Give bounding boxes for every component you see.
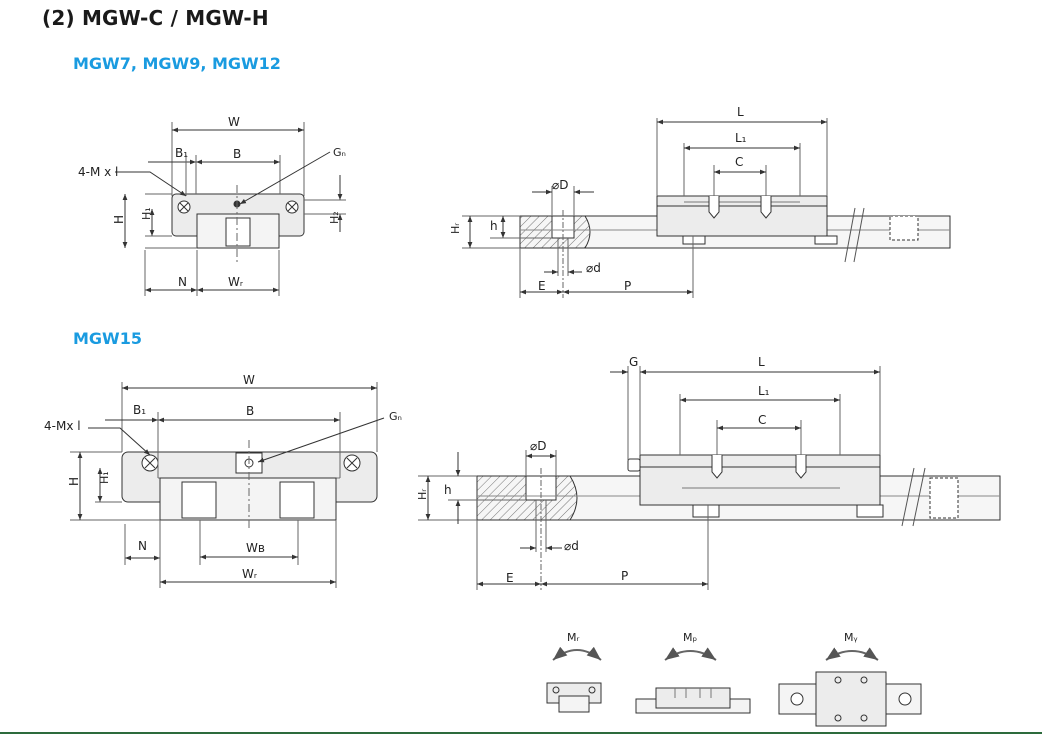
s1-tap-2	[760, 196, 772, 219]
s2-label-H1: H₁	[98, 471, 111, 484]
s2-block-side	[639, 454, 881, 506]
moment-label-MP: Mₚ	[683, 631, 697, 644]
s2-label-N: N	[138, 539, 147, 553]
s1-label-L1: L₁	[735, 131, 747, 145]
moment-icon-my	[778, 647, 922, 727]
s1-label-D: ⌀D	[552, 178, 568, 192]
s2-label-B1: B₁	[133, 403, 146, 417]
s1-label-B: B	[233, 147, 241, 161]
section-title-mgw15: MGW15	[73, 329, 142, 348]
s2-end-view	[70, 382, 385, 588]
s1-label-Gn: Gₙ	[333, 146, 346, 159]
s1-label-h: h	[490, 219, 498, 233]
s2-label-G: G	[629, 355, 638, 369]
s2-label-h: h	[444, 483, 452, 497]
s2-label-Mxl: 4-Mx l	[44, 419, 81, 433]
moment-icon-mp	[635, 647, 751, 714]
s1-block-side	[656, 195, 828, 237]
footer-divider	[0, 732, 1042, 734]
s1-label-Mxl: 4-M x l	[78, 165, 118, 179]
section-title-mgw7-9-12: MGW7, MGW9, MGW12	[73, 54, 281, 73]
s2-side-view	[418, 366, 1001, 590]
s1-label-L: L	[737, 105, 744, 119]
s2-label-H: H	[67, 477, 81, 486]
s1-label-E: E	[538, 279, 546, 293]
s1-label-HR: Hᵣ	[449, 223, 462, 234]
s1-label-P: P	[624, 279, 631, 293]
s2-label-WB: Wʙ	[246, 541, 265, 555]
s1-end-view	[115, 122, 346, 296]
s1-side-view	[462, 118, 951, 298]
s2-label-d: ⌀d	[564, 539, 579, 553]
s2-label-B: B	[246, 404, 254, 418]
moment-icon-mr	[546, 646, 602, 713]
s2-label-WR: Wᵣ	[242, 567, 258, 581]
s2-label-W: W	[243, 373, 255, 387]
s2-label-P: P	[621, 569, 628, 583]
s2-label-L: L	[758, 355, 765, 369]
moment-label-MR: Mᵣ	[567, 631, 579, 644]
s1-label-N: N	[178, 275, 187, 289]
s1-rail-bolt-hole	[225, 217, 251, 247]
s2-label-C: C	[758, 413, 766, 427]
s2-label-L1: L₁	[758, 384, 770, 398]
s1-label-d: ⌀d	[586, 261, 601, 275]
s1-tap-1	[708, 196, 720, 219]
page-title: (2) MGW-C / MGW-H	[42, 6, 269, 30]
s2-label-D: ⌀D	[530, 439, 546, 453]
s2-label-Gn: Gₙ	[389, 410, 402, 423]
moment-label-MY: Mᵧ	[844, 631, 858, 644]
s2-label-HR: Hᵣ	[416, 489, 429, 500]
s1-label-W: W	[228, 115, 240, 129]
s1-label-H: H	[112, 215, 126, 224]
s2-grease-nipple-side	[627, 458, 641, 472]
s1-label-H2: H₂	[328, 211, 341, 224]
s1-label-H1: H₁	[140, 207, 153, 220]
s1-label-B1: B₁	[175, 146, 188, 160]
s2-label-E: E	[506, 571, 514, 585]
s1-label-C: C	[735, 155, 743, 169]
s1-label-WR: Wᵣ	[228, 275, 244, 289]
